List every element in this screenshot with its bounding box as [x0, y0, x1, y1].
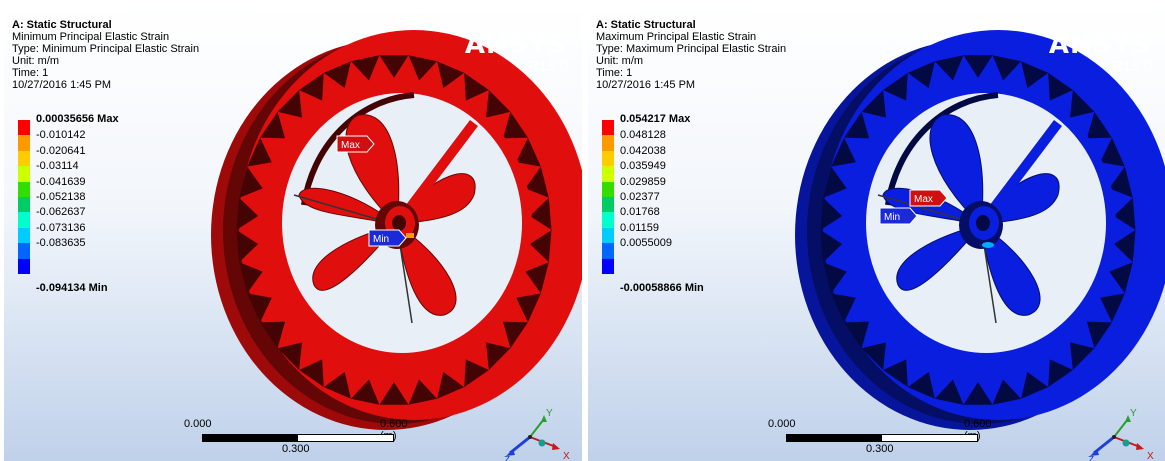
analysis-title: A: Static Structural [596, 19, 696, 31]
legend-swatch [602, 120, 614, 136]
result-unit: Unit: m/m [12, 55, 60, 67]
legend-swatch [18, 258, 30, 274]
svg-text:Min: Min [884, 212, 900, 223]
scale-left-label: 0.000 [184, 418, 212, 430]
legend-swatch [602, 196, 614, 213]
legend-swatch [602, 243, 614, 259]
legend-swatch [18, 181, 30, 197]
scale-bar [786, 434, 978, 442]
analysis-title: A: Static Structural [12, 19, 112, 31]
legend-value: 0.02377 [620, 190, 660, 203]
legend-max-label: 0.00035656 Max [36, 113, 119, 125]
legend-swatch [18, 212, 30, 228]
result-name: Maximum Principal Elastic Strain [596, 31, 757, 43]
scale-bar [202, 434, 394, 442]
result-type: Type: Maximum Principal Elastic Strain [596, 43, 787, 55]
legend-value: 0.01768 [620, 206, 660, 219]
legend-max-label: 0.054217 Max [620, 113, 691, 125]
scale-left-label: 0.000 [768, 418, 796, 430]
legend-swatch [18, 227, 30, 244]
legend-swatch [602, 212, 614, 228]
triad-icon[interactable]: Y Z X [504, 403, 580, 461]
scale-mid-label: 0.300 [866, 443, 894, 455]
result-date: 10/27/2016 1:45 PM [12, 79, 112, 91]
legend-value: -0.03114 [36, 160, 79, 173]
legend-swatch [602, 166, 614, 182]
legend-min-label: -0.094134 Min [36, 282, 108, 294]
probe-max-flag[interactable]: Max [909, 189, 948, 207]
legend-value: -0.041639 [36, 175, 86, 188]
triad-icon[interactable]: Y Z X [1088, 403, 1164, 461]
legend-value: -0.062637 [36, 206, 86, 219]
legend-min-label: -0.00058866 Min [620, 282, 704, 294]
result-unit: Unit: m/m [596, 55, 644, 67]
legend-swatch [18, 196, 30, 213]
svg-text:Max: Max [341, 140, 360, 151]
legend-value: 0.035949 [620, 160, 666, 173]
scale-ruler: 0.000 0.600 (m) 0.300 [184, 418, 414, 458]
result-time: Time: 1 [12, 67, 49, 79]
scale-ruler: 0.000 0.600 (m) 0.300 [768, 418, 998, 458]
brand-version: R15.0 [1111, 58, 1152, 75]
svg-text:Max: Max [914, 194, 933, 205]
svg-text:Min: Min [373, 234, 389, 245]
brand-name: ANSYS [1048, 30, 1152, 60]
legend-swatch [602, 181, 614, 197]
probe-min-flag[interactable]: Min [879, 207, 918, 225]
legend-swatch [602, 258, 614, 274]
legend-value: 0.042038 [620, 144, 666, 157]
result-date: 10/27/2016 1:45 PM [596, 79, 696, 91]
brand-version: R15.0 [527, 58, 568, 75]
probe-min-flag[interactable]: Min [368, 229, 407, 247]
triad-x-label: X [563, 451, 570, 461]
triad-y-label: Y [546, 408, 553, 419]
legend-value: -0.052138 [36, 190, 86, 203]
legend-swatch [18, 150, 30, 167]
legend-value: -0.073136 [36, 221, 86, 234]
result-time: Time: 1 [596, 67, 633, 79]
legend-value: 0.048128 [620, 129, 666, 142]
scale-mid-label: 0.300 [282, 443, 310, 455]
legend-swatch [18, 135, 30, 151]
result-name: Minimum Principal Elastic Strain [12, 31, 170, 43]
legend-value: 0.01159 [620, 221, 659, 234]
legend-swatch [602, 150, 614, 167]
legend-value: 0.0055009 [620, 237, 672, 250]
triad-z-label: Z [504, 455, 510, 461]
result-header: A: Static Structural Maximum Principal E… [596, 19, 786, 91]
ansys-logo: ANSYS R15.0 [1049, 31, 1152, 75]
result-type: Type: Minimum Principal Elastic Strain [12, 43, 200, 55]
legend-value: -0.020641 [36, 144, 86, 157]
legend-swatch [18, 120, 30, 136]
legend-value: 0.029859 [620, 175, 666, 188]
ansys-logo: ANSYS R15.0 [465, 31, 568, 75]
legend-swatch [602, 135, 614, 151]
legend-swatch [18, 243, 30, 259]
legend-value: -0.083635 [36, 237, 86, 250]
viewport-divider [583, 5, 588, 461]
triad-y-label: Y [1130, 408, 1137, 419]
legend-swatch [18, 166, 30, 182]
legend-swatch [602, 227, 614, 244]
legend-value: -0.010142 [36, 129, 86, 142]
triad-x-label: X [1147, 451, 1154, 461]
probe-max-flag[interactable]: Max [336, 135, 375, 153]
brand-name: ANSYS [464, 30, 568, 60]
triad-z-label: Z [1088, 455, 1094, 461]
result-header: A: Static Structural Minimum Principal E… [12, 19, 199, 91]
